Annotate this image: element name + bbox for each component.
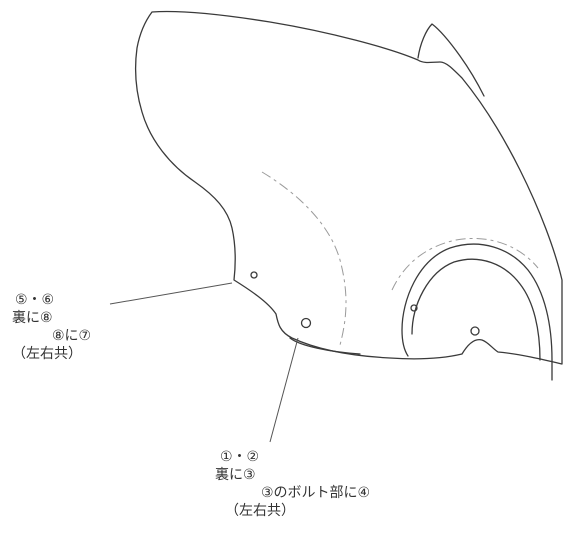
leader-line-lower [269,337,299,443]
mounting-hole [250,271,258,279]
callout-lower-line-3: ③のボルト部に④ [261,485,371,501]
callout-upper: ⑤・⑥ 裏に⑧ ⑧に⑦ （左右共） [12,291,91,363]
wheel-arch [401,243,553,381]
callout-upper-line-4: （左右共） [12,346,82,362]
windscreen-fin [417,23,485,97]
mounting-hole [470,326,480,336]
cowl-outline [134,10,563,365]
lower-edge [289,337,361,355]
callout-lower-line-1: ①・② [220,449,260,465]
callout-upper-line-3: ⑧に⑦ [52,328,92,344]
dashed-contour [261,171,347,346]
leader-line-upper [109,282,233,305]
callout-upper-line-1: ⑤・⑥ [15,292,55,308]
callout-upper-line-2: 裏に⑧ [12,310,53,326]
wheel-arch-inner [411,258,541,361]
mounting-hole [410,304,418,312]
callout-lower-line-2: 裏に③ [215,467,256,483]
dashed-contour [391,237,539,291]
mounting-hole [300,317,312,329]
callout-lower-line-4: （左右共） [225,503,295,519]
callout-lower: ①・② 裏に③ ③のボルト部に④ （左右共） [215,448,370,520]
